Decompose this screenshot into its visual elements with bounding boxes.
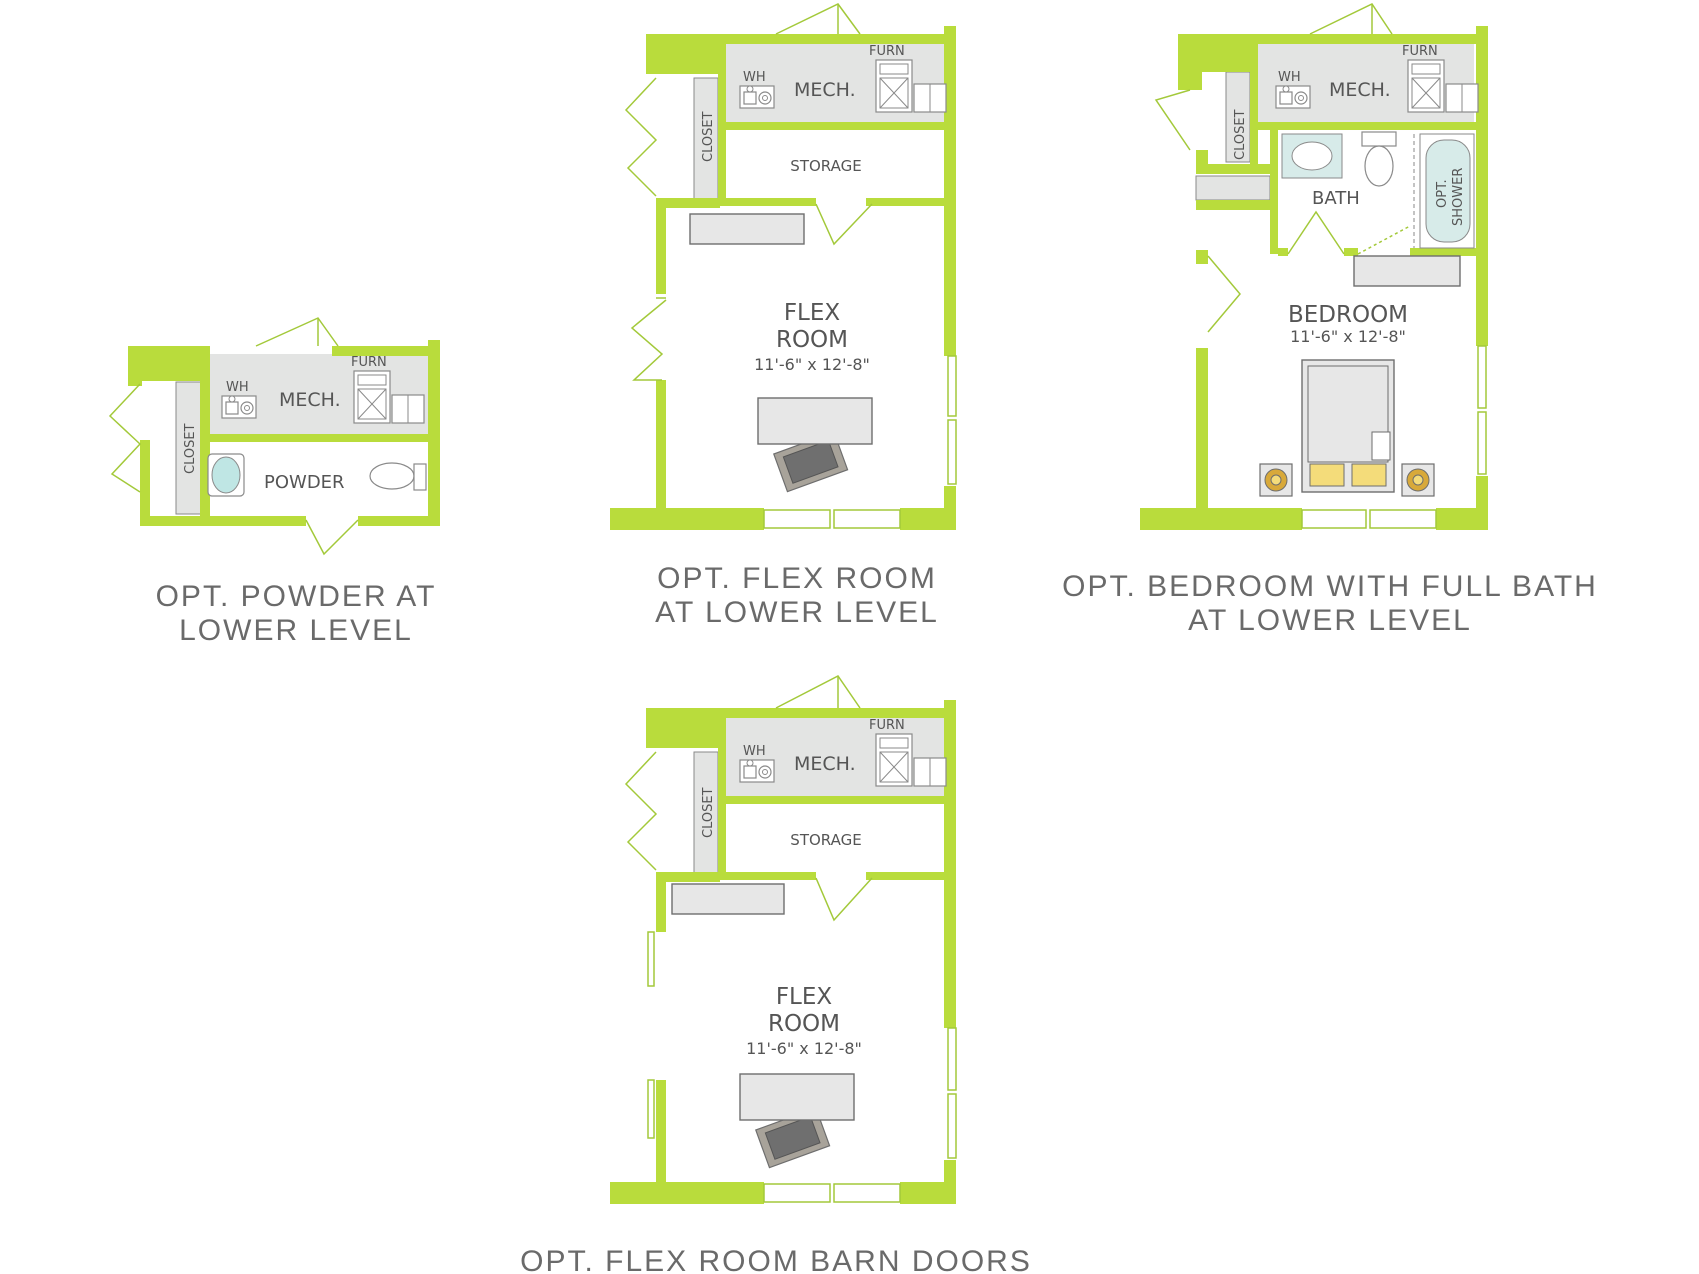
bath-toilet-icon [1361, 131, 1397, 187]
powder-closet-door [108, 383, 142, 493]
toilet-icon [369, 462, 427, 491]
barn-room-label-line2: ROOM [768, 1011, 840, 1037]
wh-label: WH [226, 380, 249, 395]
water-heater-icon [221, 395, 257, 419]
flex-walls [610, 26, 956, 530]
caption-flex-line2: AT LOWER LEVEL [655, 596, 939, 629]
mech-label: MECH. [794, 753, 856, 775]
closet-label: CLOSET [183, 423, 198, 474]
barn-doors [624, 675, 873, 1139]
barn-windows [763, 1027, 957, 1203]
barn-walls [610, 700, 956, 1204]
bedroom-dims: 11'-6" x 12'-8" [1290, 327, 1406, 346]
bedroom-windows [1301, 345, 1487, 529]
flex-room-dims: 11'-6" x 12'-8" [754, 355, 870, 374]
plan-bedroom: CLOSET WH FURN MECH. BATH OPT. SHOWER BE… [1062, 3, 1598, 637]
bedroom-dresser [1353, 255, 1461, 287]
bedroom-doors [1154, 3, 1411, 333]
wh-label: WH [743, 744, 766, 759]
caption-bedroom-line1: OPT. BEDROOM WITH FULL BATH [1062, 570, 1598, 603]
barn-room-dims: 11'-6" x 12'-8" [746, 1039, 862, 1058]
wh-label: WH [1278, 70, 1301, 85]
powder-label: POWDER [264, 472, 345, 493]
furn-label: FURN [351, 355, 387, 370]
flex-shelf [689, 213, 805, 245]
plan-powder: CLOSET WH FURN MECH. POWDER OPT. POWDER … [108, 317, 440, 647]
shower-icon [1413, 133, 1475, 249]
furn-label: FURN [869, 44, 905, 59]
nightstand-left-icon [1259, 463, 1293, 497]
water-heater-icon [1275, 85, 1311, 109]
water-heater-icon [739, 85, 775, 109]
furn-label: FURN [1402, 44, 1438, 59]
bed-icon [1301, 359, 1395, 493]
shower-label-line1: OPT. [1435, 179, 1450, 208]
furn-label: FURN [869, 718, 905, 733]
storage-label: STORAGE [790, 831, 861, 849]
mech-label: MECH. [794, 79, 856, 101]
caption-flex-line1: OPT. FLEX ROOM [657, 562, 937, 595]
plan-flex: CLOSET WH FURN MECH. STORAGE FLEX ROOM 1… [610, 3, 957, 629]
desk-icon [757, 397, 873, 493]
bath-label: BATH [1312, 188, 1360, 209]
plan-barn: CLOSET WH FURN MECH. STORAGE FLEX ROOM 1… [520, 675, 1032, 1274]
flex-room-label-line2: ROOM [776, 327, 848, 353]
caption-powder-line2: LOWER LEVEL [179, 614, 413, 647]
shower-label-line2: SHOWER [1451, 168, 1466, 226]
nightstand-right-icon [1401, 463, 1435, 497]
bedroom-walls [1140, 26, 1488, 530]
powder-walls [128, 340, 440, 526]
caption-bedroom-line2: AT LOWER LEVEL [1188, 604, 1472, 637]
closet-label: CLOSET [1233, 109, 1248, 160]
closet-label: CLOSET [701, 111, 716, 162]
caption-powder-line1: OPT. POWDER AT [156, 580, 437, 613]
sink-icon [207, 453, 245, 497]
storage-label: STORAGE [790, 157, 861, 175]
barn-room-label-line1: FLEX [776, 984, 833, 1010]
mech-label: MECH. [279, 389, 341, 411]
closet-label: CLOSET [701, 787, 716, 838]
flex-windows [763, 355, 957, 529]
bath-sink-icon [1281, 133, 1343, 179]
powder-mech-door [255, 317, 339, 347]
flex-doors [624, 3, 873, 381]
mech-label: MECH. [1329, 79, 1391, 101]
caption-barn-line1: OPT. FLEX ROOM BARN DOORS [520, 1245, 1032, 1274]
wh-label: WH [743, 70, 766, 85]
powder-door [305, 519, 359, 556]
barn-shelf [671, 883, 785, 915]
desk-icon [739, 1073, 855, 1169]
flex-room-label-line1: FLEX [784, 300, 841, 326]
water-heater-icon [739, 759, 775, 783]
bedroom-label: BEDROOM [1288, 302, 1408, 328]
